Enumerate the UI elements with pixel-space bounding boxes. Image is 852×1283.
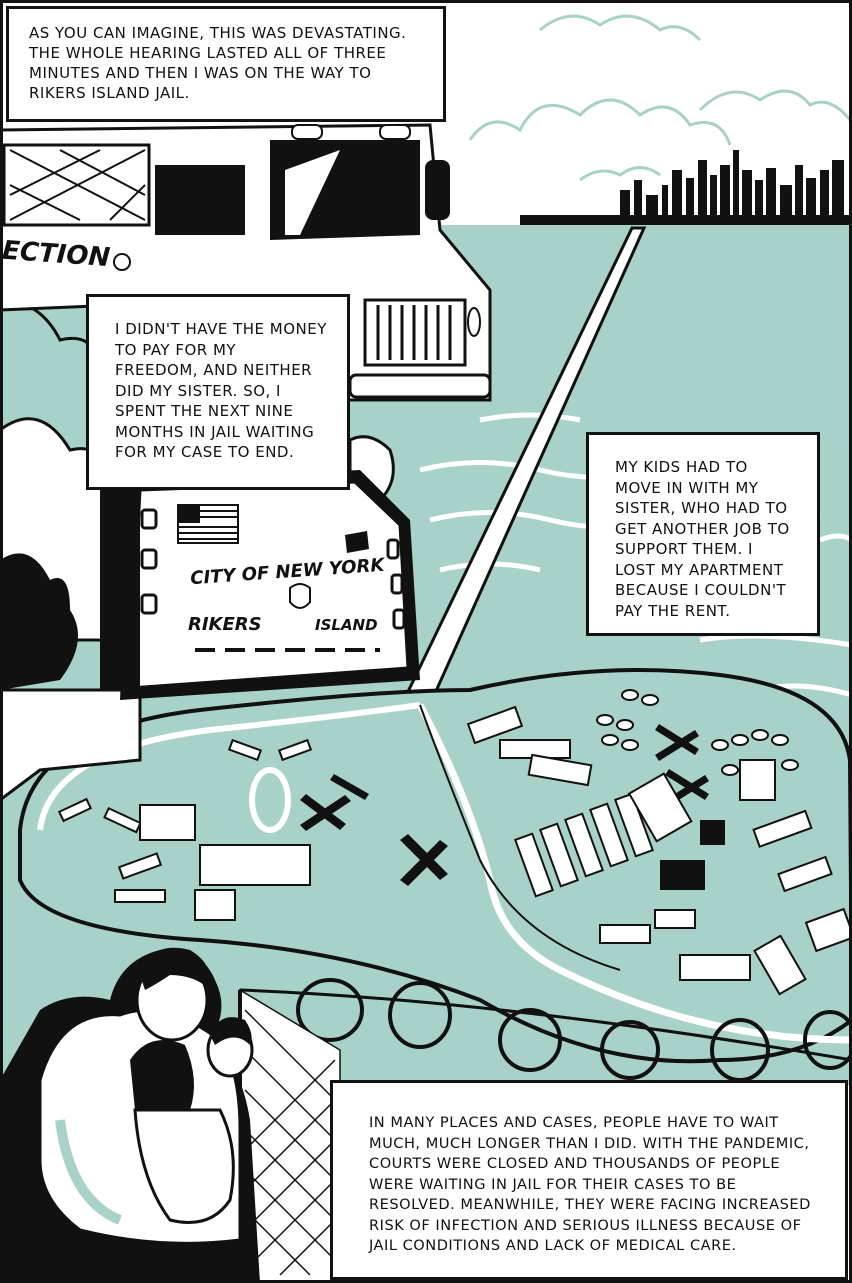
family-hugging <box>0 947 260 1283</box>
nyc-flag-icon <box>345 531 369 553</box>
city-skyline <box>520 150 850 225</box>
clouds <box>468 14 852 182</box>
us-flag-icon <box>177 504 239 544</box>
caption-kids: My kids had to move in with my sister, w… <box>586 432 820 636</box>
rikers-island <box>18 668 852 1064</box>
caption-money: I didn't have the money to pay for my fr… <box>86 294 350 490</box>
correction-bus: ECTION <box>0 123 492 402</box>
sign-rikers: RIKERS <box>188 614 262 635</box>
caption-top: As you can imagine, this was devastating… <box>6 6 446 122</box>
sign-island: ISLAND <box>315 616 378 634</box>
rikers-island-sign <box>100 470 420 700</box>
shield-icon <box>289 583 311 609</box>
caption-pandemic: In many places and cases, people have to… <box>330 1080 848 1280</box>
barbed-wire <box>239 978 852 1082</box>
